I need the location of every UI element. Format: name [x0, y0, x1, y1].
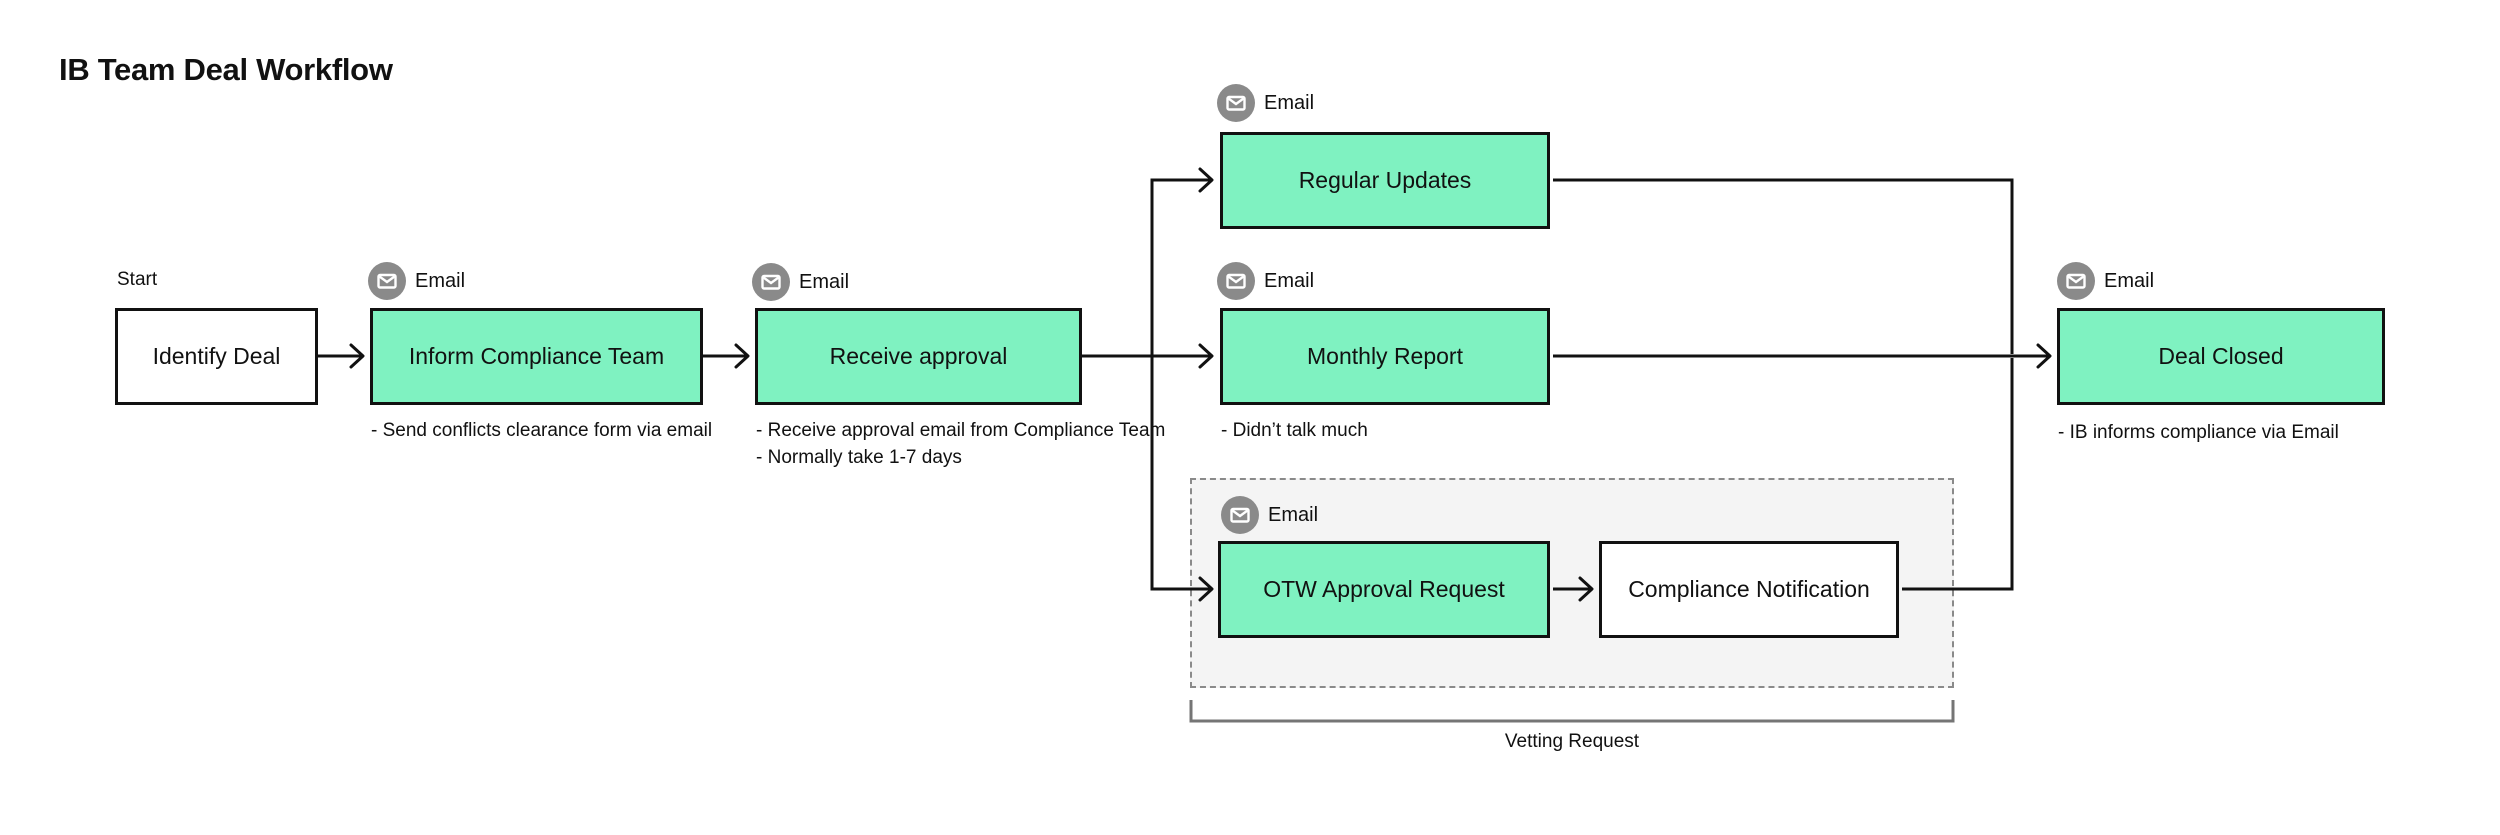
node-label: OTW Approval Request: [1263, 576, 1505, 602]
node-label: Monthly Report: [1307, 343, 1463, 369]
email-badge-label: Email: [1268, 503, 1319, 526]
node-label: Compliance Notification: [1628, 576, 1870, 602]
node-inform-compliance-team: Inform Compliance Team: [370, 308, 703, 405]
node-label: Deal Closed: [2158, 343, 2284, 369]
email-icon: [752, 263, 790, 301]
email-badge-monthly-report: Email: [1217, 262, 1314, 300]
node-label: Identify Deal: [152, 343, 281, 369]
page-title: IB Team Deal Workflow: [59, 52, 393, 87]
email-badge-label: Email: [799, 270, 850, 293]
email-badge-label: Email: [1264, 91, 1315, 114]
vetting-group-label: Vetting Request: [1504, 731, 1640, 752]
connector-branch-to-otw: [1150, 356, 1214, 602]
node-deal-closed: Deal Closed: [2057, 308, 2385, 405]
email-badge-inform: Email: [368, 262, 465, 300]
email-badge-label: Email: [415, 269, 466, 292]
node-label: Receive approval: [829, 343, 1008, 369]
node-monthly-report: Monthly Report: [1220, 308, 1550, 405]
note-deal-closed: - IB informs compliance via Email: [2058, 422, 2339, 443]
node-regular-updates: Regular Updates: [1220, 132, 1550, 229]
node-otw-approval-request: OTW Approval Request: [1218, 541, 1550, 638]
email-icon: [1217, 84, 1255, 122]
note-receive-approval-1: - Receive approval email from Compliance…: [756, 420, 1166, 441]
connector-branch-to-regular-updates: [1150, 167, 1214, 356]
vetting-bracket: [1189, 700, 1955, 723]
node-label: Inform Compliance Team: [408, 343, 665, 369]
connector-compliance-notification-to-merge: [1902, 358, 2014, 591]
email-badge-label: Email: [1264, 269, 1315, 292]
node-compliance-notification: Compliance Notification: [1599, 541, 1899, 638]
start-label: Start: [117, 269, 158, 290]
email-badge-otw: Email: [1221, 496, 1318, 534]
note-receive-approval-2: - Normally take 1-7 days: [756, 447, 962, 468]
node-identify-deal: Identify Deal: [115, 308, 318, 405]
email-icon: [2057, 262, 2095, 300]
node-receive-approval: Receive approval: [755, 308, 1082, 405]
email-badge-label: Email: [2104, 269, 2155, 292]
email-icon: [368, 262, 406, 300]
email-badge-deal-closed: Email: [2057, 262, 2154, 300]
email-icon: [1217, 262, 1255, 300]
email-badge-regular-updates: Email: [1217, 84, 1314, 122]
email-badge-receive: Email: [752, 263, 849, 301]
connector-regular-updates-to-merge: [1553, 178, 2014, 354]
email-icon: [1221, 496, 1259, 534]
note-monthly-report: - Didn’t talk much: [1221, 420, 1368, 441]
note-inform-compliance: - Send conflicts clearance form via emai…: [371, 420, 713, 441]
node-label: Regular Updates: [1298, 167, 1472, 193]
